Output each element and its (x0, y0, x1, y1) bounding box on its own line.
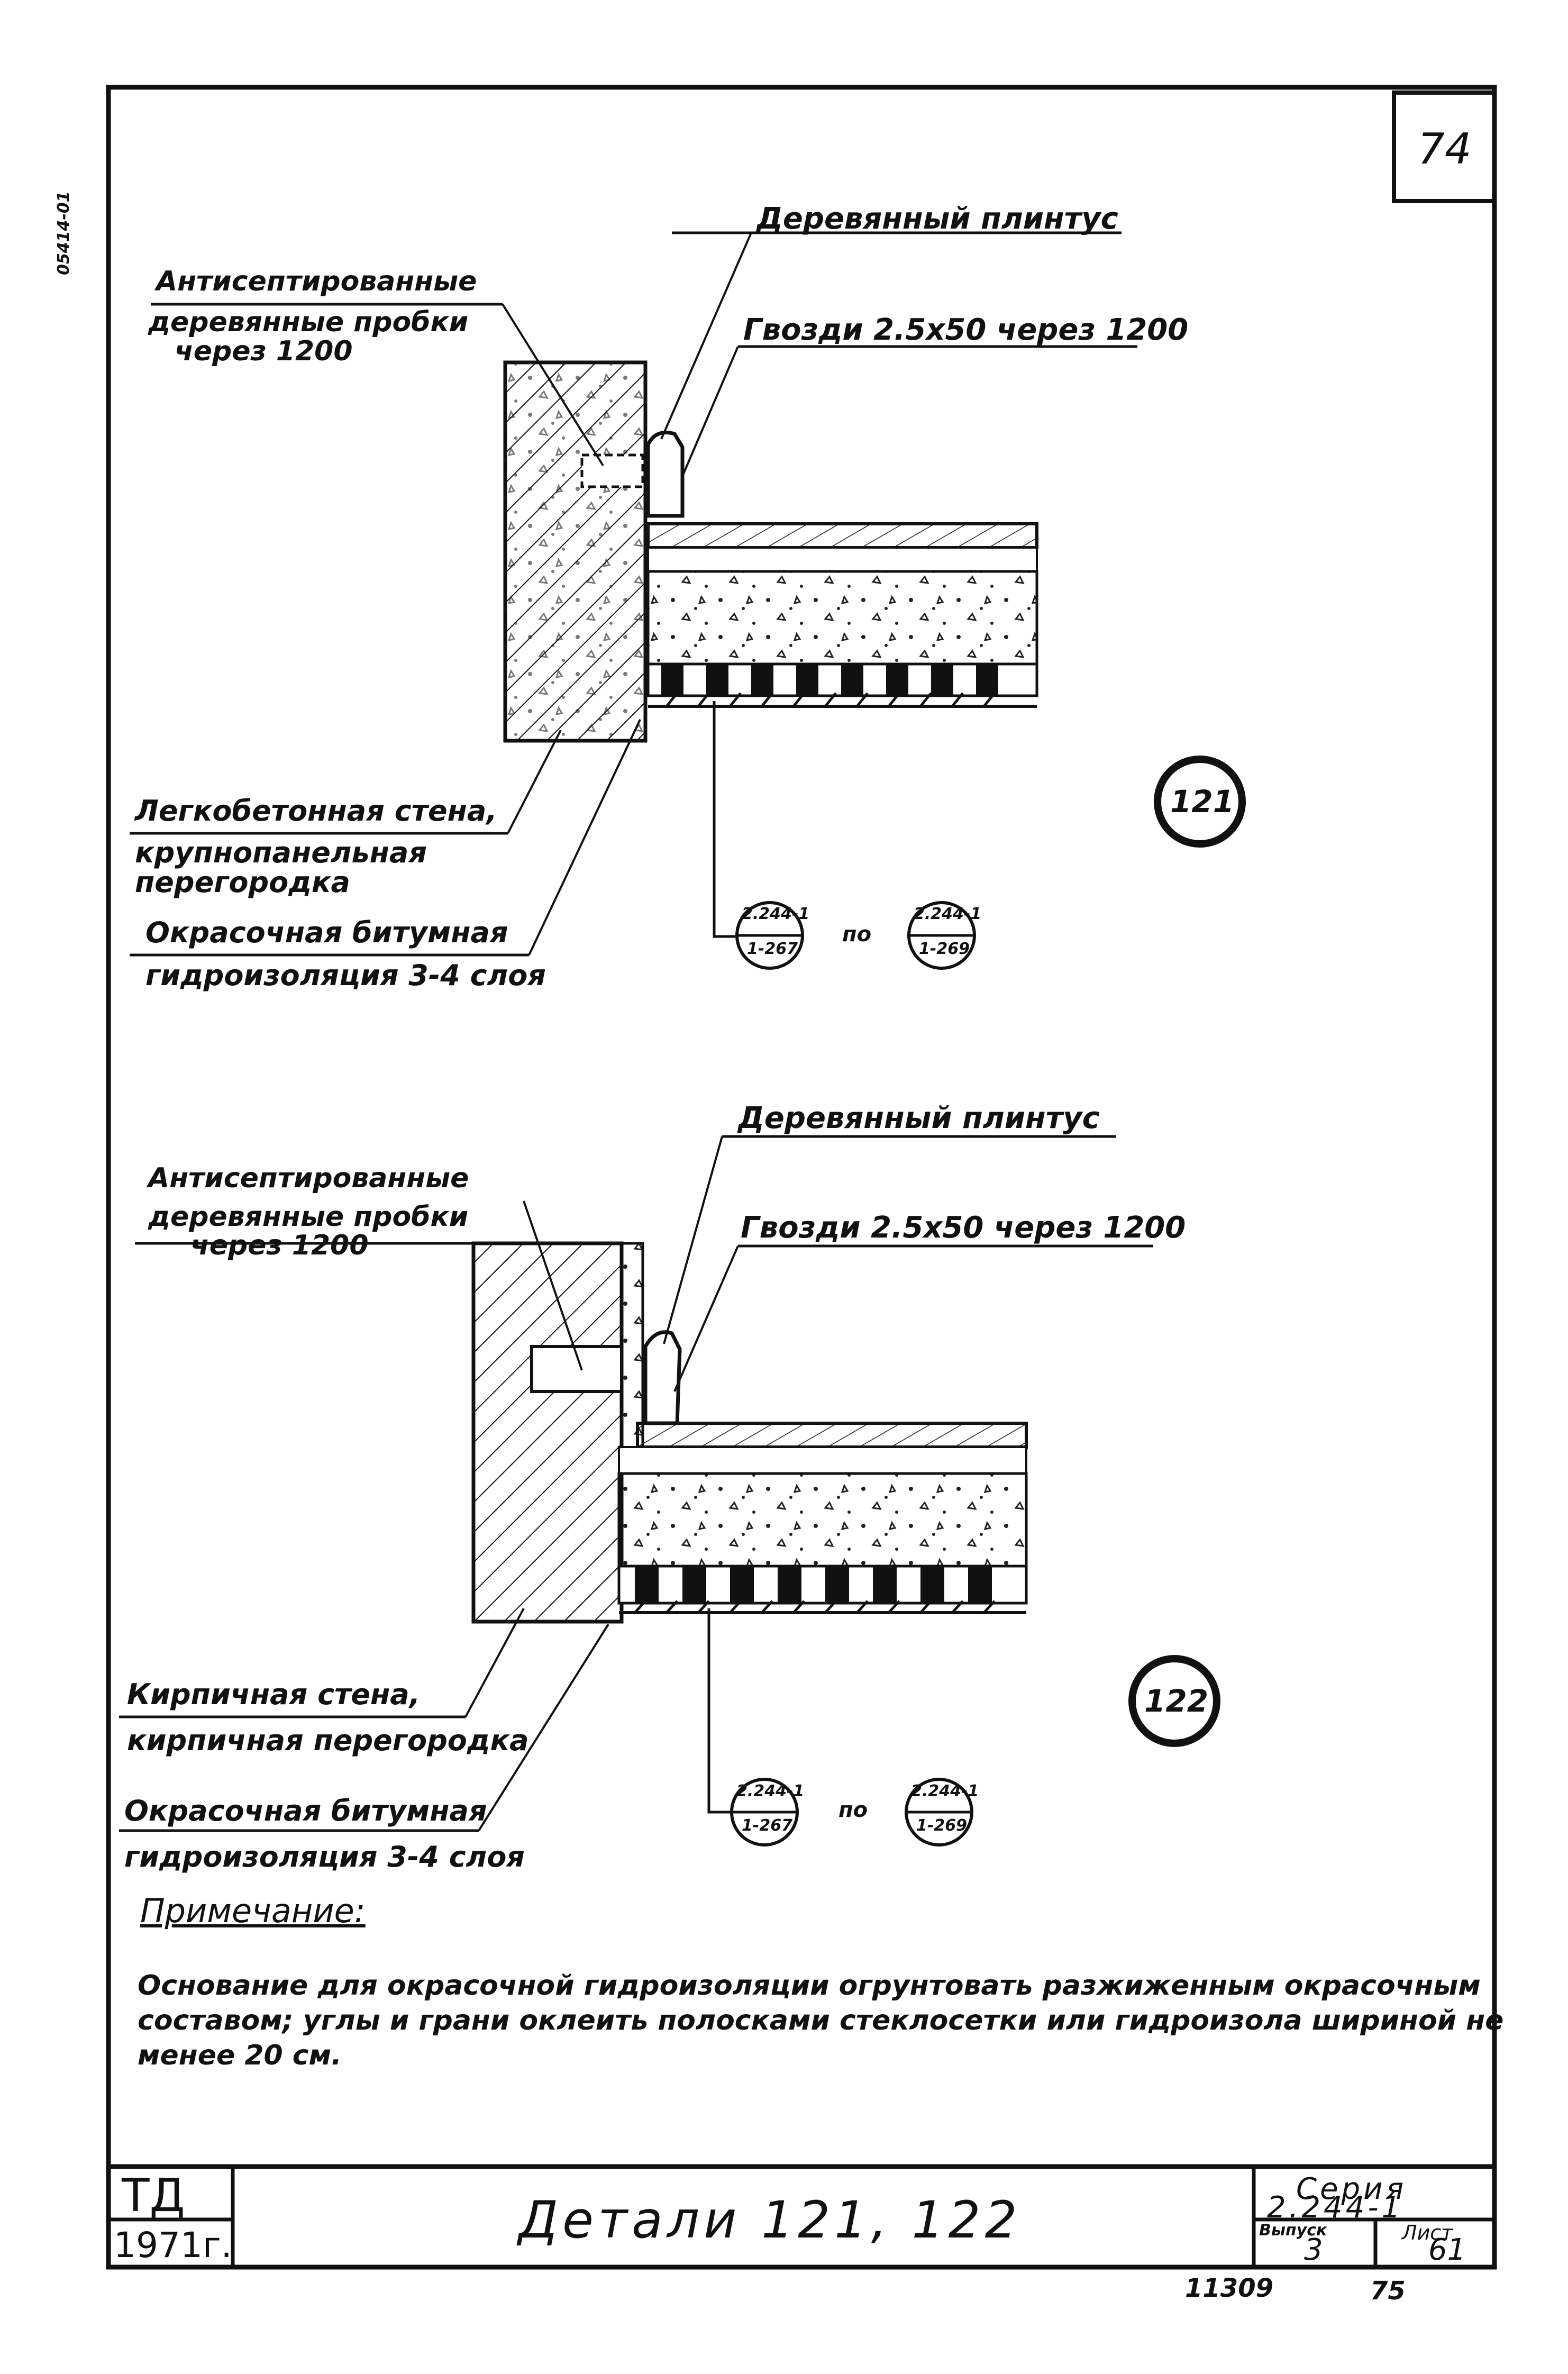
plugs-line-1: Антисептированные (148, 1162, 469, 1194)
title-block-lines (108, 2164, 1494, 2267)
marker-circle-121 (1154, 756, 1246, 848)
wall-line-1: Легкобетонная стена, (135, 794, 497, 827)
wall-line-1: Кирпичная стена, (127, 1678, 421, 1711)
label-nails-121: Гвозди 2.5х50 через 1200 (743, 313, 1189, 347)
org-code: ТД (122, 2169, 185, 2222)
plugs-line-3: через 1200 (190, 1230, 369, 1262)
insulation-line-1: Окрасочная битумная (145, 916, 508, 949)
note-heading: Примечание: (140, 1891, 366, 1930)
drawing-title: Детали 121, 122 (518, 2190, 1022, 2250)
label-plugs-121-b: деревянные пробки через 1200 (148, 308, 468, 366)
label-plugs-121: Антисептированные (156, 267, 477, 296)
label-plinth-122: Деревянный плинтус (738, 1101, 1100, 1135)
insulation-band-122 (617, 1565, 1028, 1605)
issue-value: 3 (1304, 2233, 1323, 2267)
detail-122-drawing (119, 1135, 1220, 1847)
sheet-number: 74 (1418, 124, 1472, 174)
plinth-122 (643, 1330, 682, 1425)
wall-line-3: перегородка (135, 866, 350, 899)
side-stamp: 05414-01 (54, 191, 73, 275)
ref-to-bottom-122: 1-269 (916, 1816, 967, 1835)
plugs-line-3: через 1200 (175, 335, 353, 367)
label-plinth-121: Деревянный плинтус (756, 202, 1118, 236)
label-insulation-121: Окрасочная битумная гидроизоляция 3-4 сл… (145, 916, 546, 992)
footer-page: 75 (1370, 2276, 1406, 2306)
sheet-label: Лист (1402, 2221, 1453, 2244)
ref-to-top-121: 2.244-1 (914, 905, 982, 923)
label-plugs-122: Антисептированные деревянные пробки чере… (148, 1164, 469, 1260)
plugs-line-1: Антисептированные (156, 266, 477, 297)
detail-121-drawing (130, 231, 1246, 970)
marker-circle-122 (1128, 1655, 1220, 1747)
plinth-121 (646, 431, 685, 518)
insulation-line-2: гидроизоляция 3-4 слоя (124, 1840, 525, 1873)
ref-word-121: по (842, 922, 872, 947)
note-text: Основание для окрасочной гидроизоляции о… (138, 1970, 1504, 2071)
ref-to-bottom-121: 1-269 (919, 940, 970, 958)
series-value: 2.244-1 (1267, 2190, 1404, 2225)
floor-concrete-122 (617, 1472, 1028, 1568)
ref-from-bottom-122: 1-267 (742, 1816, 792, 1835)
sheet-frame (106, 85, 1497, 2270)
insulation-line-1: Окрасочная битумная (124, 1794, 487, 1827)
label-nails-122: Гвозди 2.5х50 через 1200 (741, 1211, 1186, 1245)
insulation-line-2: гидроизоляция 3-4 слоя (145, 958, 546, 992)
marker-122: 122 (1144, 1683, 1209, 1719)
wall-line-2: крупнопанельная (135, 835, 427, 869)
ref-from-top-121: 2.244-1 (742, 905, 810, 923)
wooden-plug-121 (580, 453, 644, 488)
label-insulation-122: Окрасочная битумная гидроизоляция 3-4 сл… (124, 1796, 525, 1872)
sheet-number-box (1392, 90, 1497, 203)
year: 1971г. (114, 2225, 232, 2266)
marker-121: 121 (1170, 784, 1235, 820)
label-wall-122: Кирпичная стена, кирпичная перегородка (127, 1678, 529, 1757)
footer-number: 11309 (1185, 2273, 1273, 2303)
floor-finish-122 (636, 1422, 1028, 1449)
wall-line-2: кирпичная перегородка (127, 1723, 529, 1757)
floor-concrete-121 (646, 570, 1038, 666)
brick-wall-122 (471, 1241, 624, 1624)
plugs-line-2: деревянные пробки (148, 306, 469, 338)
floor-finish-121 (646, 522, 1038, 549)
ref-from-top-122: 2.244-1 (736, 1782, 805, 1800)
ref-word-122: по (838, 1798, 868, 1822)
sheet-value: 61 (1428, 2233, 1466, 2267)
plugs-line-2: деревянные пробки (148, 1200, 469, 1233)
ref-from-bottom-121: 1-267 (747, 940, 798, 958)
label-wall-121: Легкобетонная стена, крупнопанельная пер… (135, 796, 497, 898)
issue-label: Выпуск (1259, 2221, 1327, 2240)
series-label: Серия (1296, 2172, 1407, 2206)
ref-to-top-122: 2.244-1 (911, 1782, 979, 1800)
